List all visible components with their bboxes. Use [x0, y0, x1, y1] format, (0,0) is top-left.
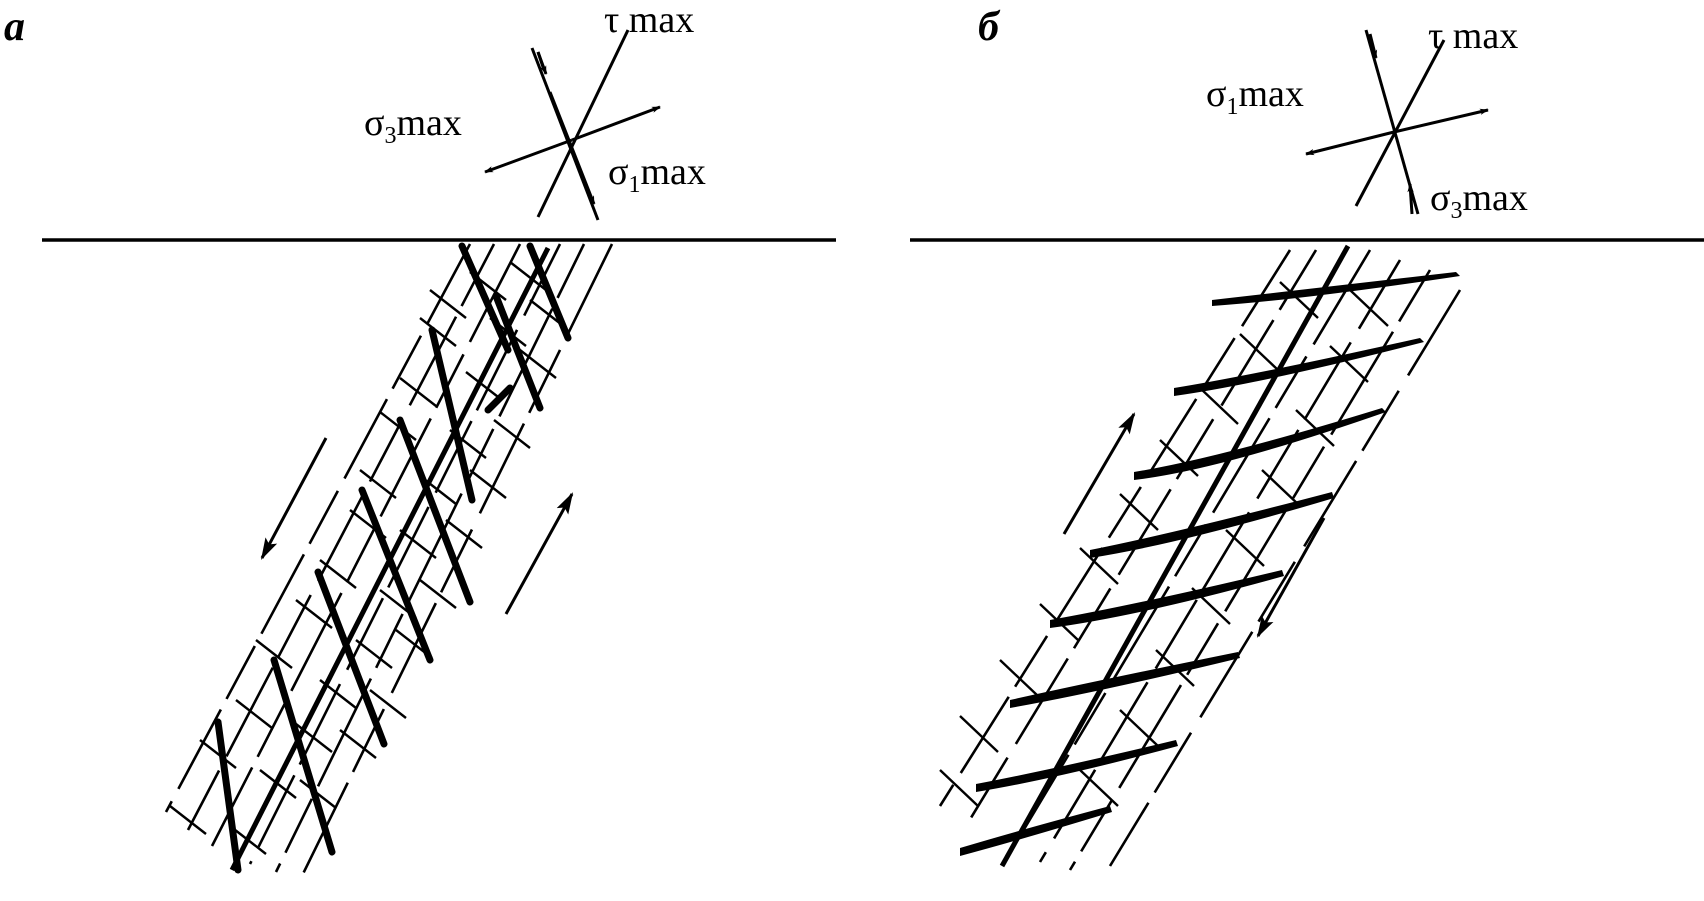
panel-b-gash: [960, 806, 1112, 856]
panel-a-sigma3-arrow-left: [484, 138, 573, 174]
panel-b-gash: [1090, 492, 1334, 558]
panel-b-shear-zone: [999, 244, 1351, 868]
panel-b-stress-axes: [1305, 29, 1489, 215]
panel-a-displacement-arrow-down: [260, 437, 328, 560]
panel-b-gash: [1134, 408, 1386, 480]
panel-b-sigma3-label: σ3max: [1430, 177, 1528, 224]
panel-a-sigma1-label: σ1max: [608, 151, 706, 198]
panel-b-sigma1-label: σ1max: [1206, 73, 1304, 120]
panel-b-cross-fractures: [939, 281, 1389, 807]
panel-a-tau-axis: [536, 29, 630, 218]
panel-a-tau-label: τ max: [604, 0, 694, 41]
panel-a-vein: [526, 242, 572, 342]
panel-a-sigma1-arrow-up: [536, 51, 548, 75]
panel-b-sigma3-arrow-top: [1368, 33, 1378, 59]
panel-b-sigma1-arrow-right: [1393, 108, 1489, 134]
panel-a-displacement-arrow-up: [504, 492, 574, 615]
panel-a-shear-zone: [229, 246, 551, 872]
panel-b-sigma1-arrow-left: [1305, 130, 1395, 156]
panel-a-vein: [428, 326, 476, 504]
panel-b-tau-axis: [1354, 39, 1446, 207]
panel-b-gash: [1010, 652, 1240, 708]
panel-b-gash: [1050, 570, 1284, 628]
panel-b-displacement-arrow-up: [1062, 412, 1136, 535]
panel-a-sigma1-arrow-down: [548, 91, 596, 205]
panel-b-tension-gashes: [960, 272, 1460, 856]
panel-b-gash: [976, 740, 1178, 792]
panel-b-displacement-arrow-down: [1256, 517, 1326, 638]
panel-a-vein: [492, 292, 544, 412]
panel-b-gash: [1174, 338, 1424, 396]
panel-a-letter: а: [4, 4, 25, 50]
panel-b-tau-label: τ max: [1428, 15, 1518, 57]
panel-a-echelon-veins: [214, 242, 572, 874]
panel-a-sigma3-arrow-right: [571, 105, 661, 142]
panel-a-vein: [396, 416, 474, 606]
panel-a-vein: [484, 384, 514, 414]
panel-a-vein: [358, 486, 434, 664]
panel-a-stress-axes: [484, 29, 661, 221]
panel-a-sigma3-label: σ3max: [364, 102, 462, 149]
panel-b-sigma3-arrow-bottom: [1407, 183, 1414, 215]
panel-a-vein: [270, 656, 336, 856]
panel-a-vein: [214, 718, 242, 874]
panel-a-vein: [458, 242, 512, 354]
panel-b-letter: б: [978, 4, 1001, 50]
panel-a: а τ max σ3max σ1max: [4, 0, 836, 881]
panel-b-gash: [1212, 272, 1460, 306]
panel-b: б τ max σ1max σ3max: [910, 4, 1704, 871]
panel-a-vein: [314, 568, 388, 748]
